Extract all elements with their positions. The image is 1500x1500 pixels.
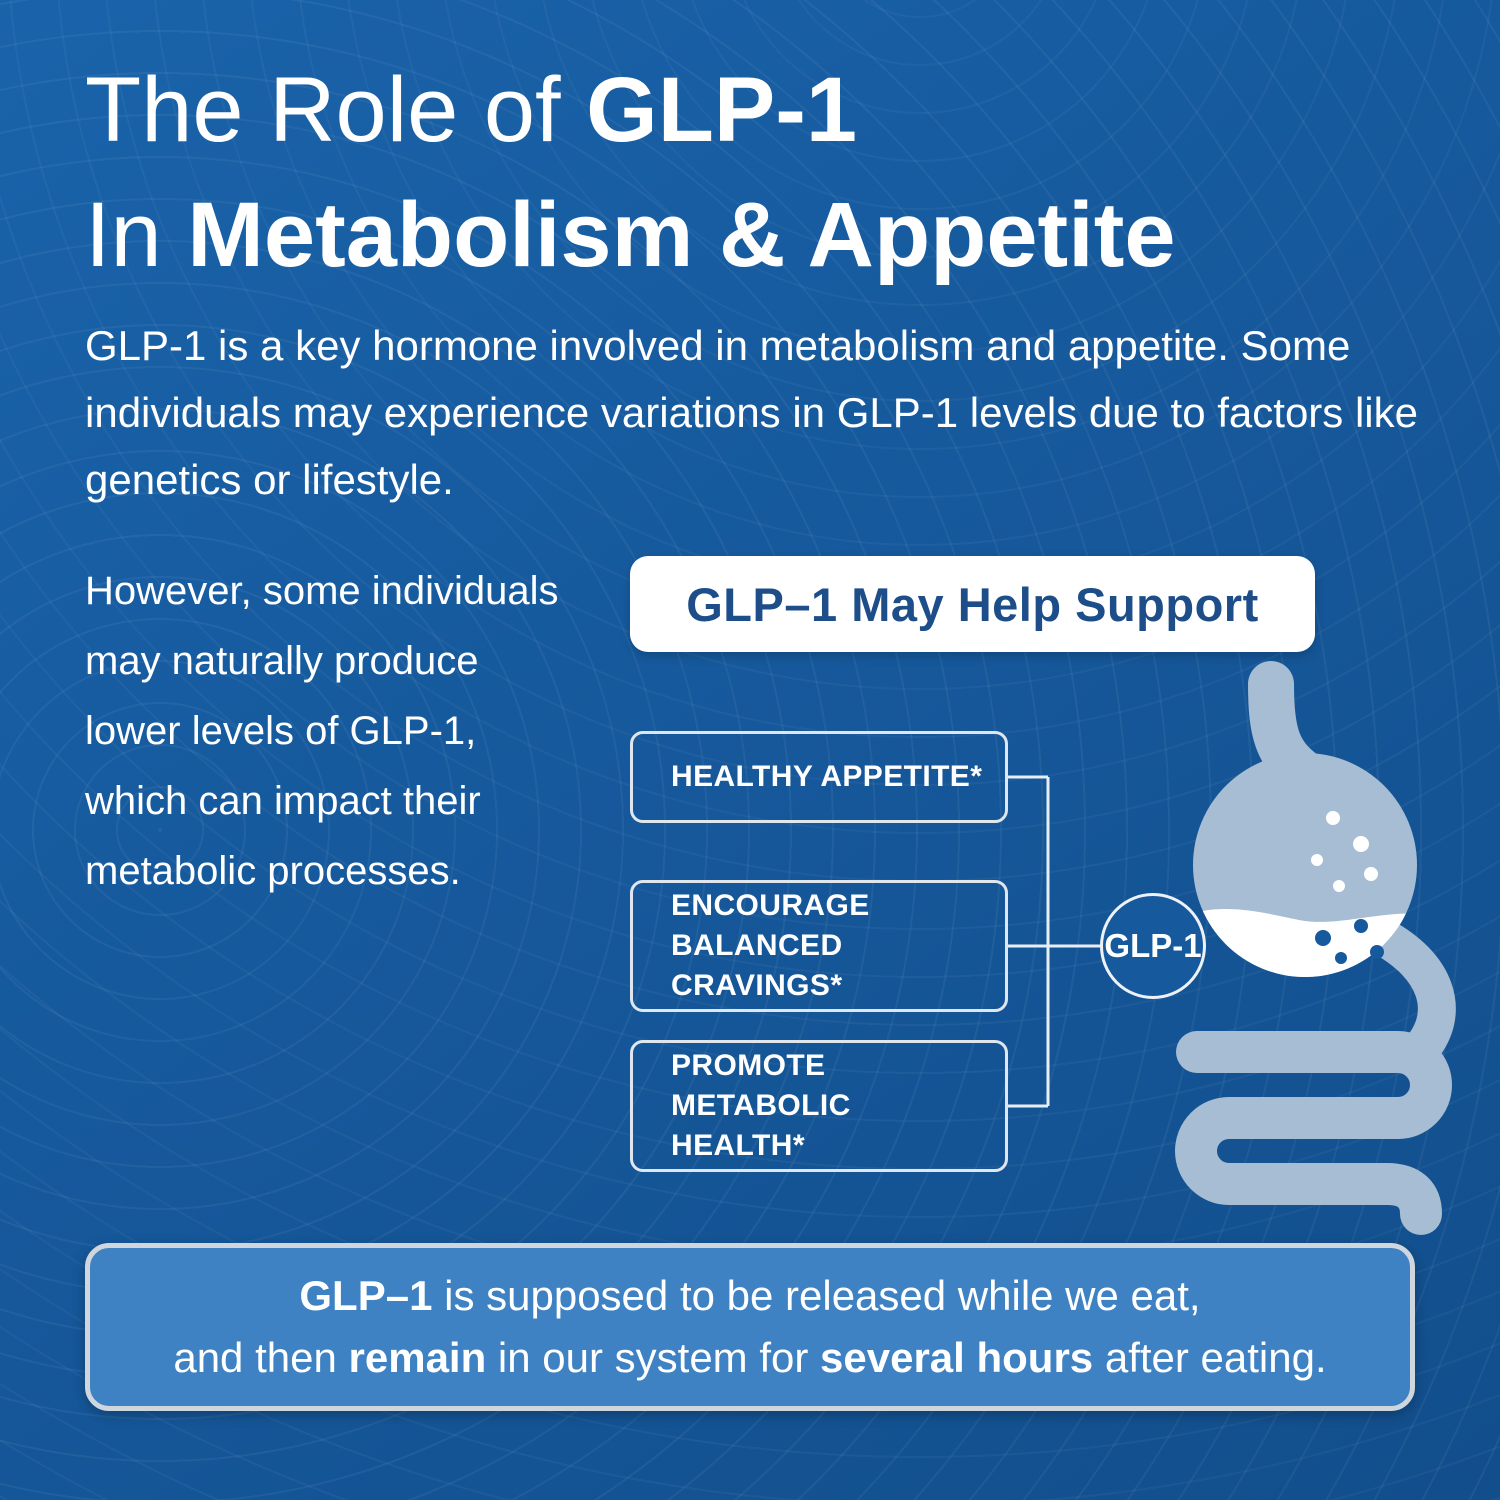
banner-bold-remain: remain [348,1334,487,1381]
title-line1-light: The Role of [85,59,587,161]
benefit-box-balanced-cravings: ENCOURAGE BALANCED CRAVINGS* [630,880,1008,1012]
banner-line-2: and then remain in our system for severa… [173,1327,1326,1389]
banner-text: and then [173,1334,349,1381]
benefit-box-metabolic-health: PROMOTE METABOLIC HEALTH* [630,1040,1008,1172]
title-line2-bold: Metabolism & Appetite [187,184,1176,286]
banner-text: is supposed to be released while we eat, [432,1272,1201,1319]
banner-text: in our system for [486,1334,821,1381]
glp1-hub-badge: GLP-1 [1100,893,1206,999]
bottom-banner: GLP–1 is supposed to be released while w… [85,1243,1415,1411]
page-title: The Role of GLP-1 In Metabolism & Appeti… [85,48,1176,298]
intro-paragraph: GLP-1 is a key hormone involved in metab… [85,322,1418,503]
stomach-intestines-icon [1165,660,1456,1250]
glp1-hub-label: GLP-1 [1104,927,1202,964]
benefit-label: ENCOURAGE BALANCED CRAVINGS* [671,889,870,1002]
benefit-box-healthy-appetite: HEALTHY APPETITE* [630,731,1008,823]
banner-bold-several-hours: several hours [820,1334,1094,1381]
support-header-pill: GLP–1 May Help Support [630,556,1315,652]
title-line2-light: In [85,184,188,286]
support-header-label: GLP–1 May Help Support [686,577,1259,631]
banner-bold-glp1: GLP–1 [299,1272,433,1319]
title-line1-bold: GLP-1 [586,59,858,161]
benefit-label: HEALTHY APPETITE* [671,760,983,793]
banner-text: after eating. [1093,1334,1327,1381]
side-paragraph: However, some individuals may naturally … [85,569,559,893]
banner-line-1: GLP–1 is supposed to be released while w… [299,1265,1200,1327]
benefit-label: PROMOTE METABOLIC HEALTH* [671,1049,851,1162]
